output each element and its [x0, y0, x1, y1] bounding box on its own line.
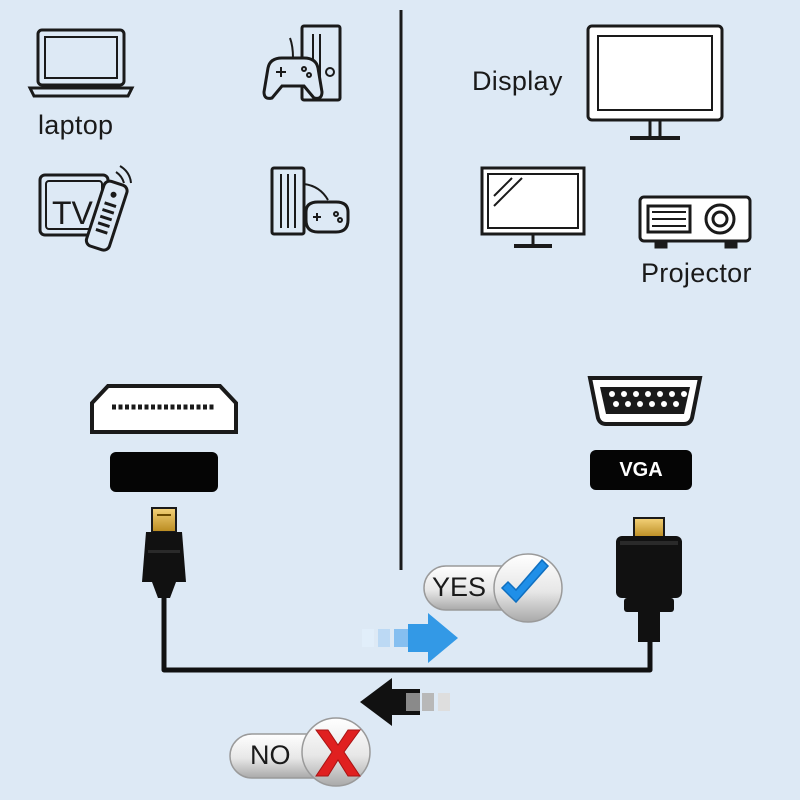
check-icon	[500, 558, 550, 604]
console-gamepad-icon	[270, 166, 350, 236]
tv-icon-text: TV	[52, 195, 94, 231]
hdmi-badge	[110, 452, 218, 492]
cross-icon	[315, 729, 361, 777]
tv-remote-icon: TV	[38, 165, 132, 252]
vga-badge-label: VGA	[619, 459, 663, 481]
game-console-icon	[262, 24, 342, 102]
yes-pill	[423, 553, 563, 623]
forward-arrow-icon	[362, 613, 458, 663]
vga-plug-icon	[616, 517, 682, 642]
laptop-label: laptop	[38, 110, 114, 140]
yes-label: YES	[432, 572, 487, 602]
hdmi-port-icon	[90, 384, 238, 434]
projector-icon	[638, 195, 752, 249]
tv-monitor-icon	[480, 166, 586, 248]
no-pill	[229, 717, 371, 787]
display-monitor-icon	[586, 24, 724, 140]
display-label: Display	[472, 66, 563, 96]
cable-line	[161, 598, 653, 673]
laptop-icon	[27, 28, 135, 98]
no-label: NO	[250, 740, 291, 770]
backward-arrow-icon	[360, 678, 450, 726]
vga-badge	[590, 450, 692, 490]
vga-port-icon	[587, 376, 703, 426]
hdmi-plug-icon	[142, 507, 186, 598]
projector-label: Projector	[641, 258, 752, 288]
